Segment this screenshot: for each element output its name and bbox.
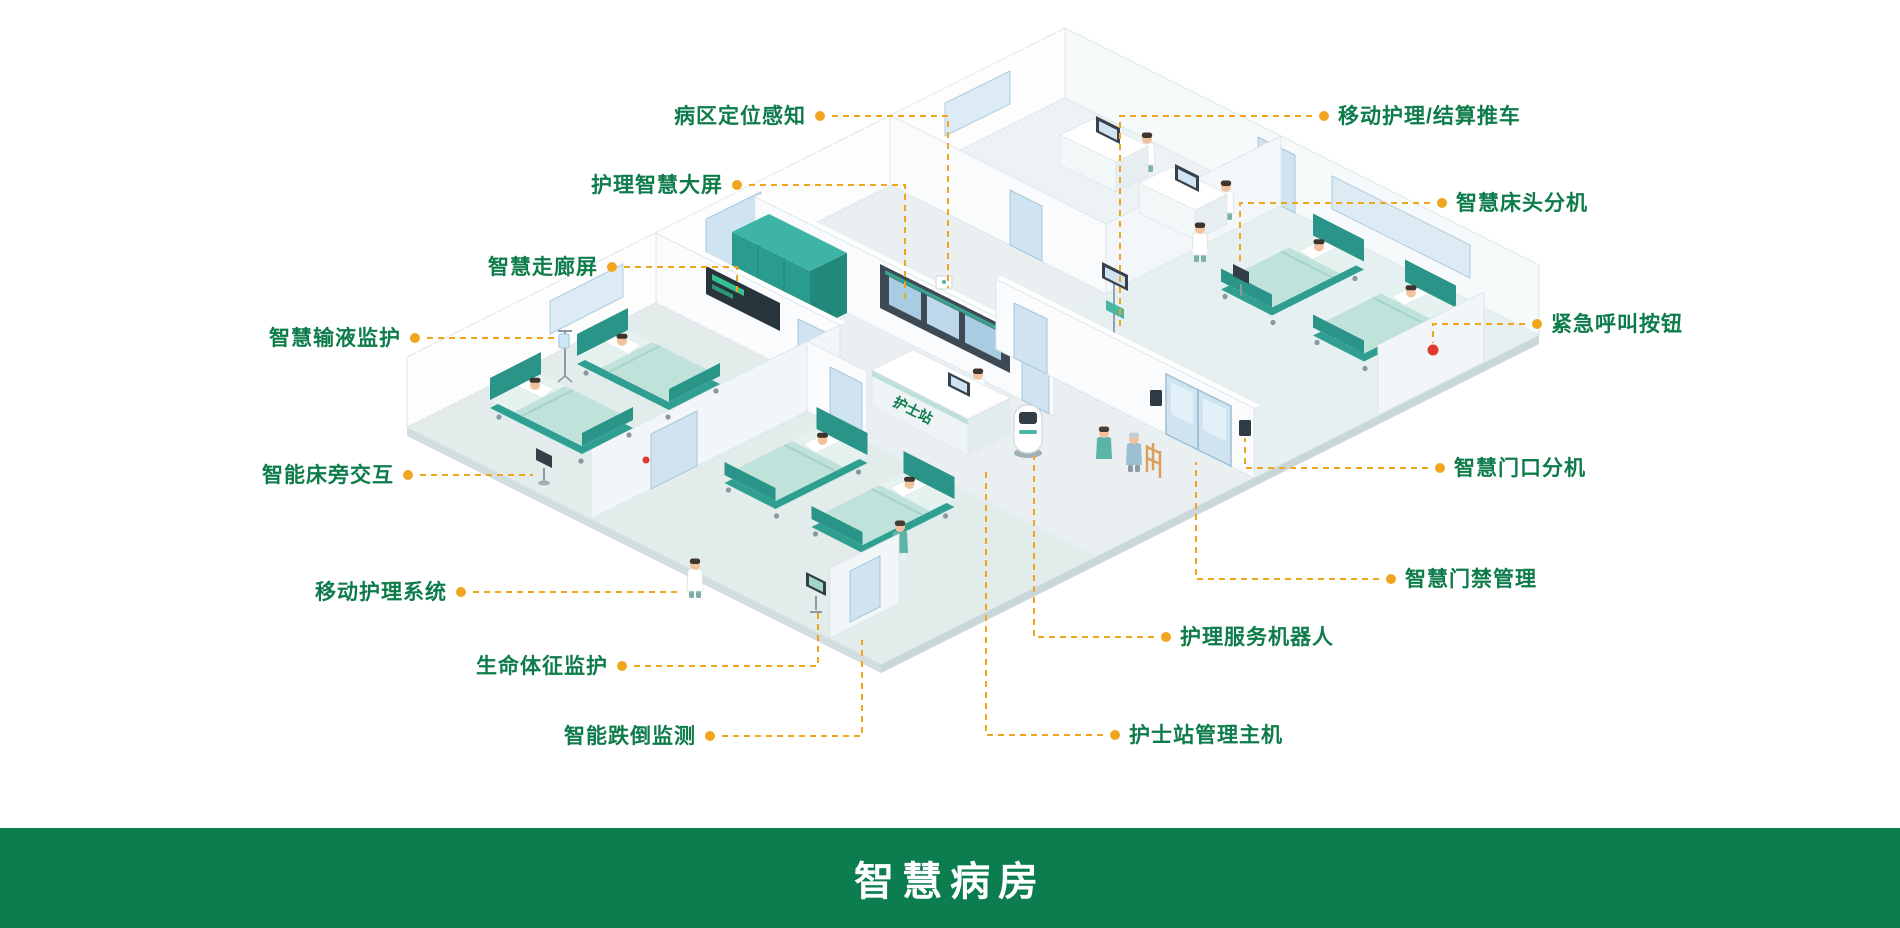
nursing-big-screen (880, 264, 1010, 373)
door (1009, 189, 1043, 262)
callout-vital-signs-monitoring: 生命体征监护 (476, 655, 608, 678)
callout-dot (1437, 198, 1447, 208)
window (944, 70, 1011, 137)
emergency-button (1427, 344, 1439, 356)
leader-line (1119, 115, 1312, 330)
callout-emergency-call-button: 紧急呼叫按钮 (1551, 313, 1683, 336)
callout-nurse-station-host: 护士站管理主机 (1129, 724, 1283, 747)
callout-fall-detection: 智能跌倒监测 (564, 725, 696, 748)
door (1013, 302, 1048, 375)
callout-smart-access-control: 智慧门禁管理 (1405, 568, 1537, 591)
window (549, 263, 624, 335)
service-robot (1013, 404, 1043, 458)
callout-nursing-smart-screen: 护理智慧大屏 (591, 174, 723, 197)
callout-ward-positioning-sensing: 病区定位感知 (674, 105, 806, 128)
vitals-monitor (806, 572, 826, 613)
leader-line (749, 184, 906, 300)
access-control-panel (1150, 390, 1162, 406)
left-room-walls (590, 230, 846, 520)
corridor-people (1096, 426, 1162, 478)
callout-dot (815, 111, 825, 121)
page-title: 智慧病房 (854, 860, 1046, 904)
bedhead-terminal (1233, 264, 1249, 296)
callout-dot (410, 333, 420, 343)
right-ward-room (1191, 212, 1485, 416)
callout-dot (617, 661, 627, 671)
callout-dot (732, 180, 742, 190)
leader-line (1195, 462, 1379, 580)
front-wall-stub (829, 533, 900, 639)
partition-wall (889, 114, 1107, 295)
callout-dot (1110, 730, 1120, 740)
callout-smart-corridor-screen: 智慧走廊屏 (488, 256, 598, 279)
callout-mobile-nursing-system: 移动护理系统 (315, 581, 447, 604)
callout-dot (403, 470, 413, 480)
callout-dot (1319, 111, 1329, 121)
callout-smart-door-terminal: 智慧门口分机 (1454, 457, 1586, 480)
right-ward-front-wall (995, 276, 1260, 479)
callout-dot (607, 262, 617, 272)
callout-dot (1435, 463, 1445, 473)
leader-line (1239, 202, 1430, 262)
leader-line (985, 468, 1103, 736)
leader-line (832, 115, 949, 288)
leader-line (1432, 323, 1525, 343)
leader-line (624, 266, 738, 292)
callout-smart-infusion-monitoring: 智慧输液监护 (269, 327, 401, 350)
title-banner: 智慧病房 (0, 828, 1900, 928)
callout-nursing-service-robot: 护理服务机器人 (1180, 626, 1334, 649)
callout-dot (705, 731, 715, 741)
workstation-room (889, 114, 1282, 295)
callout-dot (1532, 319, 1542, 329)
upper-left-room (489, 307, 721, 486)
door (849, 555, 881, 623)
door (650, 410, 698, 490)
callout-dot (1386, 574, 1396, 584)
walker (1145, 443, 1162, 478)
leader-lines (420, 115, 1525, 737)
nurse-station: 护士站 (871, 349, 1011, 456)
callout-dot (456, 587, 466, 597)
callout-smart-bedside-interaction: 智能床旁交互 (262, 464, 394, 487)
leader-line (722, 640, 863, 737)
bedside-terminal (536, 448, 552, 486)
callout-smart-bedhead-terminal: 智慧床头分机 (1456, 192, 1588, 215)
left-room-floor (407, 303, 840, 519)
door-terminal-panel (1239, 420, 1251, 436)
callout-mobile-nursing-cart: 移动护理/结算推车 (1338, 105, 1521, 128)
window (1331, 175, 1471, 279)
leader-line (634, 612, 819, 667)
callout-dot (1161, 632, 1171, 642)
iv-pole (557, 330, 573, 383)
nurse-station-desk: 护士站 (871, 349, 1011, 456)
call-button (642, 456, 650, 464)
sliding-double-door (1165, 372, 1232, 468)
positioning-sensor (935, 275, 953, 290)
lower-left-room (686, 340, 956, 613)
leader-line (1244, 438, 1428, 469)
callout-dots (403, 111, 1542, 741)
